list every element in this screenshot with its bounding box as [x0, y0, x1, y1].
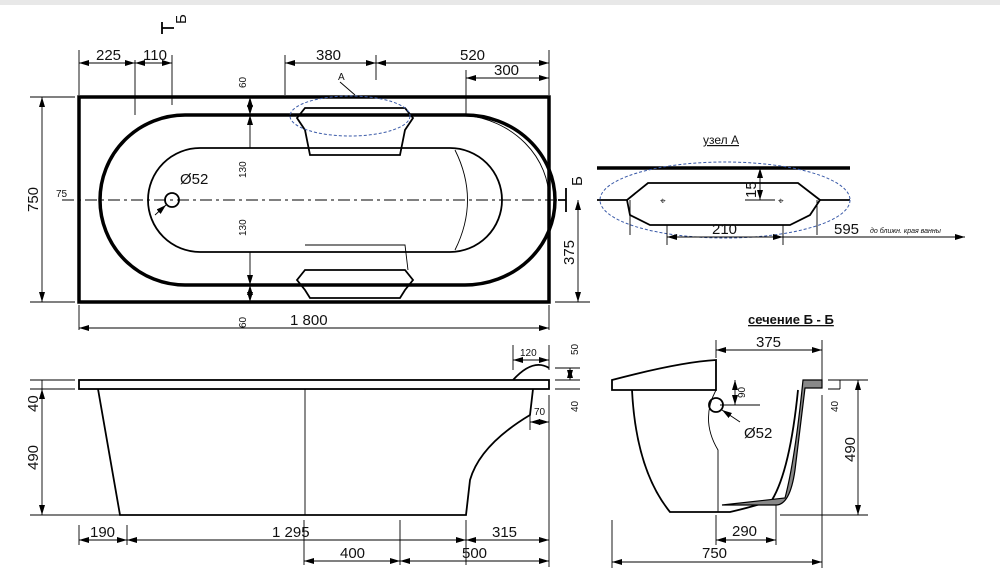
dimension-label: 90 [737, 386, 748, 398]
dimension-label: 490 [25, 445, 42, 470]
dimension-label: 380 [316, 47, 341, 64]
dimension-label: 15 [743, 181, 760, 198]
dimension-label: 70 [534, 407, 546, 418]
dimension-label: 120 [520, 348, 537, 359]
node-a-detail: узел А ⌖ ⌖ 15 210 595 до ближн. края ванн… [597, 133, 965, 245]
top-view: A 225 110 380 520 300 750 75 60 130 130 … [25, 47, 590, 331]
section-view: сечение Б - Б 375 90 Ø52 290 750 40 490 [611, 312, 868, 568]
dimension-label: Ø52 [180, 171, 208, 188]
dimension-label: 375 [756, 334, 781, 351]
crosshair-icon: ⌖ [778, 196, 784, 207]
node-a-callout [289, 95, 411, 137]
dimension-label: 40 [830, 400, 841, 412]
dimension-label: 315 [492, 524, 517, 541]
dimension-label: 1 800 [290, 312, 328, 329]
dimension-label: Б [173, 14, 190, 24]
dimension-label: Ø52 [744, 425, 772, 442]
dimension-label: 1 295 [272, 524, 310, 541]
dimension-label: 40 [570, 400, 581, 412]
dimension-label: 750 [25, 187, 42, 212]
dimension-label: 50 [570, 343, 581, 355]
dimension-label: 190 [90, 524, 115, 541]
dimension-label: 110 [143, 47, 167, 64]
dimension-label: узел А [703, 133, 739, 147]
dimension-label: 130 [238, 219, 249, 236]
dimension-label: 300 [494, 62, 519, 79]
dimension-label: 290 [732, 523, 757, 540]
dimension-label: 60 [238, 76, 249, 88]
side-view: 40 490 190 1 295 315 400 500 120 50 40 7… [25, 343, 581, 567]
dimension-label: 595 [834, 221, 859, 238]
dimension-label: 500 [462, 545, 487, 562]
dimension-label: Б [569, 176, 586, 186]
dimension-label: 130 [238, 161, 249, 178]
dimension-label: 520 [460, 47, 485, 64]
crosshair-icon: ⌖ [660, 196, 666, 207]
dimension-label: 225 [96, 47, 121, 64]
dimension-label: до ближн. края ванны [870, 227, 942, 235]
dimension-label: 750 [702, 545, 727, 562]
dimension-label: сечение Б - Б [748, 312, 834, 327]
section-mark-top: Б [161, 14, 190, 34]
dimension-label: 60 [238, 316, 249, 328]
dimension-label: 210 [712, 221, 737, 238]
dimension-label: A [338, 72, 345, 83]
dimension-label: 40 [25, 395, 42, 412]
drain-icon [164, 192, 180, 208]
dimension-label: 75 [56, 189, 68, 200]
dimension-label: 400 [340, 545, 365, 562]
dimension-label: 490 [842, 437, 859, 462]
dimension-label: 375 [561, 240, 578, 265]
top-band [0, 0, 1000, 5]
